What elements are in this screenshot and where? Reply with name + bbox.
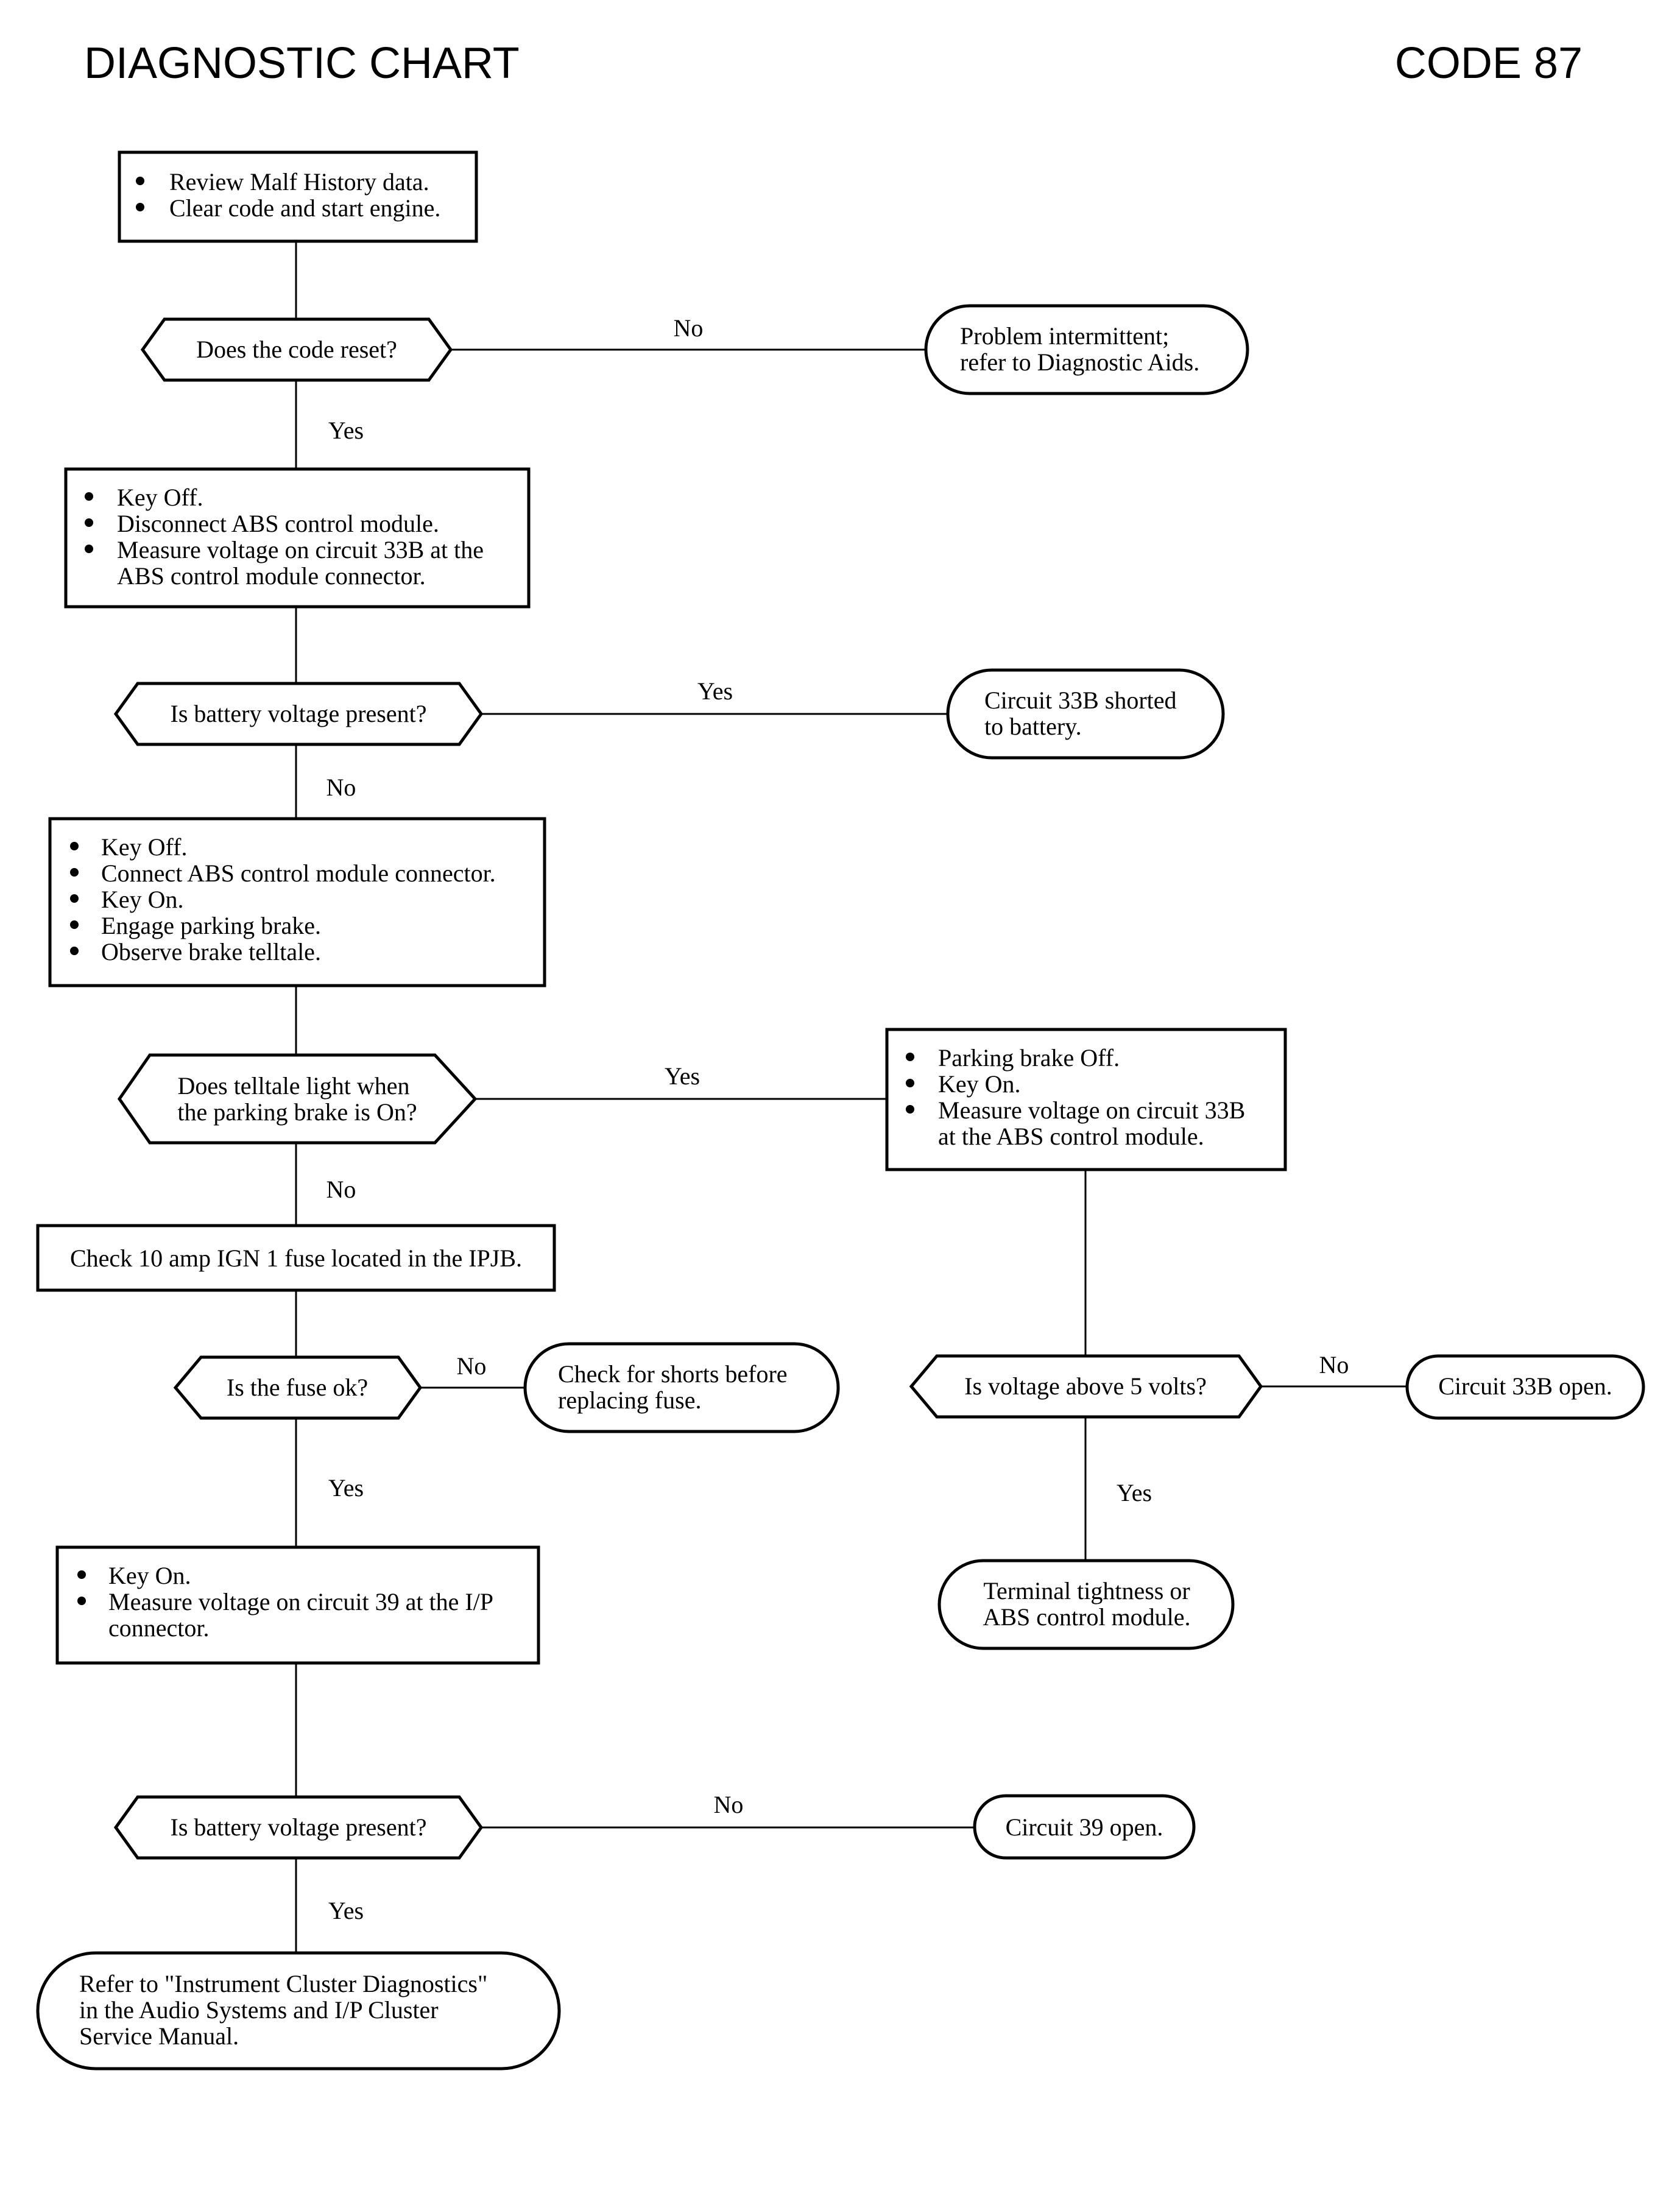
- result-shape: [924, 304, 1249, 395]
- result-line: Terminal tightness or: [983, 1577, 1190, 1605]
- result-shape: [946, 668, 1225, 760]
- result-intermittent: Problem intermittent; refer to Diagnosti…: [960, 322, 1199, 376]
- step-line: Measure voltage on circuit 33B: [938, 1096, 1245, 1124]
- result-line: Check for shorts before: [558, 1360, 788, 1388]
- result-line: Problem intermittent;: [960, 322, 1169, 350]
- result-open-33b: Circuit 33B open.: [1438, 1372, 1612, 1400]
- decision-telltale: Does telltale light when the parking bra…: [177, 1072, 417, 1126]
- decision-shape: [140, 317, 453, 382]
- code-number: CODE 87: [1395, 39, 1583, 88]
- battery-2-yes-label: Yes: [328, 1897, 364, 1924]
- result-open-39: Circuit 39 open.: [1006, 1813, 1163, 1841]
- bullet: [70, 894, 79, 903]
- result-line: ABS control module.: [983, 1603, 1190, 1631]
- step-line: Key On.: [108, 1562, 191, 1589]
- telltale-yes-label: Yes: [665, 1062, 700, 1090]
- volts-no-label: No: [1319, 1351, 1349, 1379]
- decision-battery-2: Is battery voltage present?: [171, 1813, 427, 1841]
- step-line: Observe brake telltale.: [101, 938, 321, 966]
- step-line: Review Malf History data.: [169, 168, 429, 196]
- decision-battery-1: Is battery voltage present?: [171, 700, 427, 727]
- step-box: [36, 1224, 556, 1292]
- volts-yes-label: Yes: [1117, 1479, 1152, 1506]
- bullet: [70, 868, 79, 877]
- bullet: [906, 1079, 914, 1087]
- battery-1-yes-label: Yes: [697, 677, 733, 705]
- decision-shape: [117, 1053, 478, 1145]
- code-reset-yes-label: Yes: [328, 417, 364, 444]
- step-line: Parking brake Off.: [938, 1044, 1120, 1071]
- telltale-no-label: No: [326, 1176, 356, 1203]
- decision-shape: [113, 682, 484, 746]
- result-line: in the Audio Systems and I/P Cluster: [79, 1996, 439, 2024]
- step-check-fuse: Check 10 amp IGN 1 fuse located in the I…: [70, 1244, 522, 1272]
- step-line: ABS control module connector.: [117, 562, 426, 590]
- step-line: Connect ABS control module connector.: [101, 860, 496, 887]
- bullet: [85, 518, 93, 527]
- battery-2-no-label: No: [714, 1791, 744, 1818]
- result-shorts-fuse: Check for shorts before replacing fuse.: [558, 1360, 788, 1414]
- step-line: Key On.: [101, 886, 184, 913]
- step-line: Key Off.: [117, 484, 203, 511]
- step-box: [48, 817, 546, 987]
- battery-1-no-label: No: [326, 774, 356, 801]
- step-line: Measure voltage on circuit 39 at the I/P: [108, 1588, 493, 1615]
- decision-code-reset: Does the code reset?: [196, 336, 397, 363]
- step-box: [55, 1545, 540, 1665]
- result-line: to battery.: [984, 713, 1082, 740]
- chart-title: DIAGNOSTIC CHART: [84, 39, 520, 88]
- result-line: Service Manual.: [79, 2022, 239, 2050]
- bullet: [70, 947, 79, 955]
- bullet: [136, 203, 144, 211]
- step-parking-off: Parking brake Off. Key On. Measure volta…: [906, 1044, 1245, 1150]
- result-shorted: Circuit 33B shorted to battery.: [984, 687, 1177, 740]
- bullet: [906, 1053, 914, 1061]
- step-observe-telltale: Key Off. Connect ABS control module conn…: [70, 833, 496, 966]
- bullet: [85, 492, 93, 501]
- fuse-yes-label: Yes: [328, 1474, 364, 1502]
- decision-line: Does telltale light when: [177, 1072, 409, 1100]
- result-line: Refer to "Instrument Cluster Diagnostics…: [79, 1970, 487, 1997]
- step-review: Review Malf History data. Clear code and…: [136, 168, 440, 222]
- decision-volts-5: Is voltage above 5 volts?: [964, 1372, 1207, 1400]
- result-line: refer to Diagnostic Aids.: [960, 348, 1199, 376]
- result-line: Circuit 33B shorted: [984, 687, 1177, 714]
- step-box: [118, 150, 478, 243]
- bullet: [906, 1105, 914, 1114]
- bullet: [70, 920, 79, 929]
- step-line: at the ABS control module.: [938, 1123, 1204, 1150]
- decision-shape: [113, 1795, 484, 1860]
- step-box: [885, 1028, 1287, 1171]
- bullet: [70, 842, 79, 850]
- step-line: Disconnect ABS control module.: [117, 510, 439, 537]
- step-box: [64, 467, 531, 609]
- step-line: Engage parking brake.: [101, 912, 321, 939]
- result-shape: [523, 1342, 840, 1433]
- decision-fuse-ok: Is the fuse ok?: [227, 1374, 368, 1401]
- result-shape: [36, 1951, 561, 2071]
- decision-shape: [909, 1354, 1263, 1419]
- result-shape: [937, 1559, 1235, 1650]
- result-refer-cluster: Refer to "Instrument Cluster Diagnostics…: [79, 1970, 487, 2050]
- fuse-no-label: No: [457, 1352, 487, 1380]
- decision-line: the parking brake is On?: [177, 1098, 417, 1126]
- step-line: Clear code and start engine.: [169, 194, 440, 222]
- result-shape: [973, 1794, 1196, 1860]
- bullet: [136, 177, 144, 185]
- step-line: Measure voltage on circuit 33B at the: [117, 536, 484, 563]
- decision-shape: [173, 1355, 423, 1420]
- bullet: [85, 545, 93, 553]
- step-line: Key Off.: [101, 833, 187, 861]
- step-measure-33b: Key Off. Disconnect ABS control module. …: [85, 484, 484, 590]
- code-reset-no-label: No: [674, 314, 704, 342]
- bullet: [77, 1597, 86, 1605]
- bullet: [77, 1570, 86, 1579]
- result-shape: [1405, 1354, 1645, 1420]
- result-line: replacing fuse.: [558, 1386, 701, 1414]
- step-measure-39: Key On. Measure voltage on circuit 39 at…: [77, 1562, 493, 1642]
- step-line: connector.: [108, 1614, 210, 1642]
- result-terminal: Terminal tightness or ABS control module…: [983, 1577, 1190, 1631]
- step-line: Key On.: [938, 1070, 1021, 1098]
